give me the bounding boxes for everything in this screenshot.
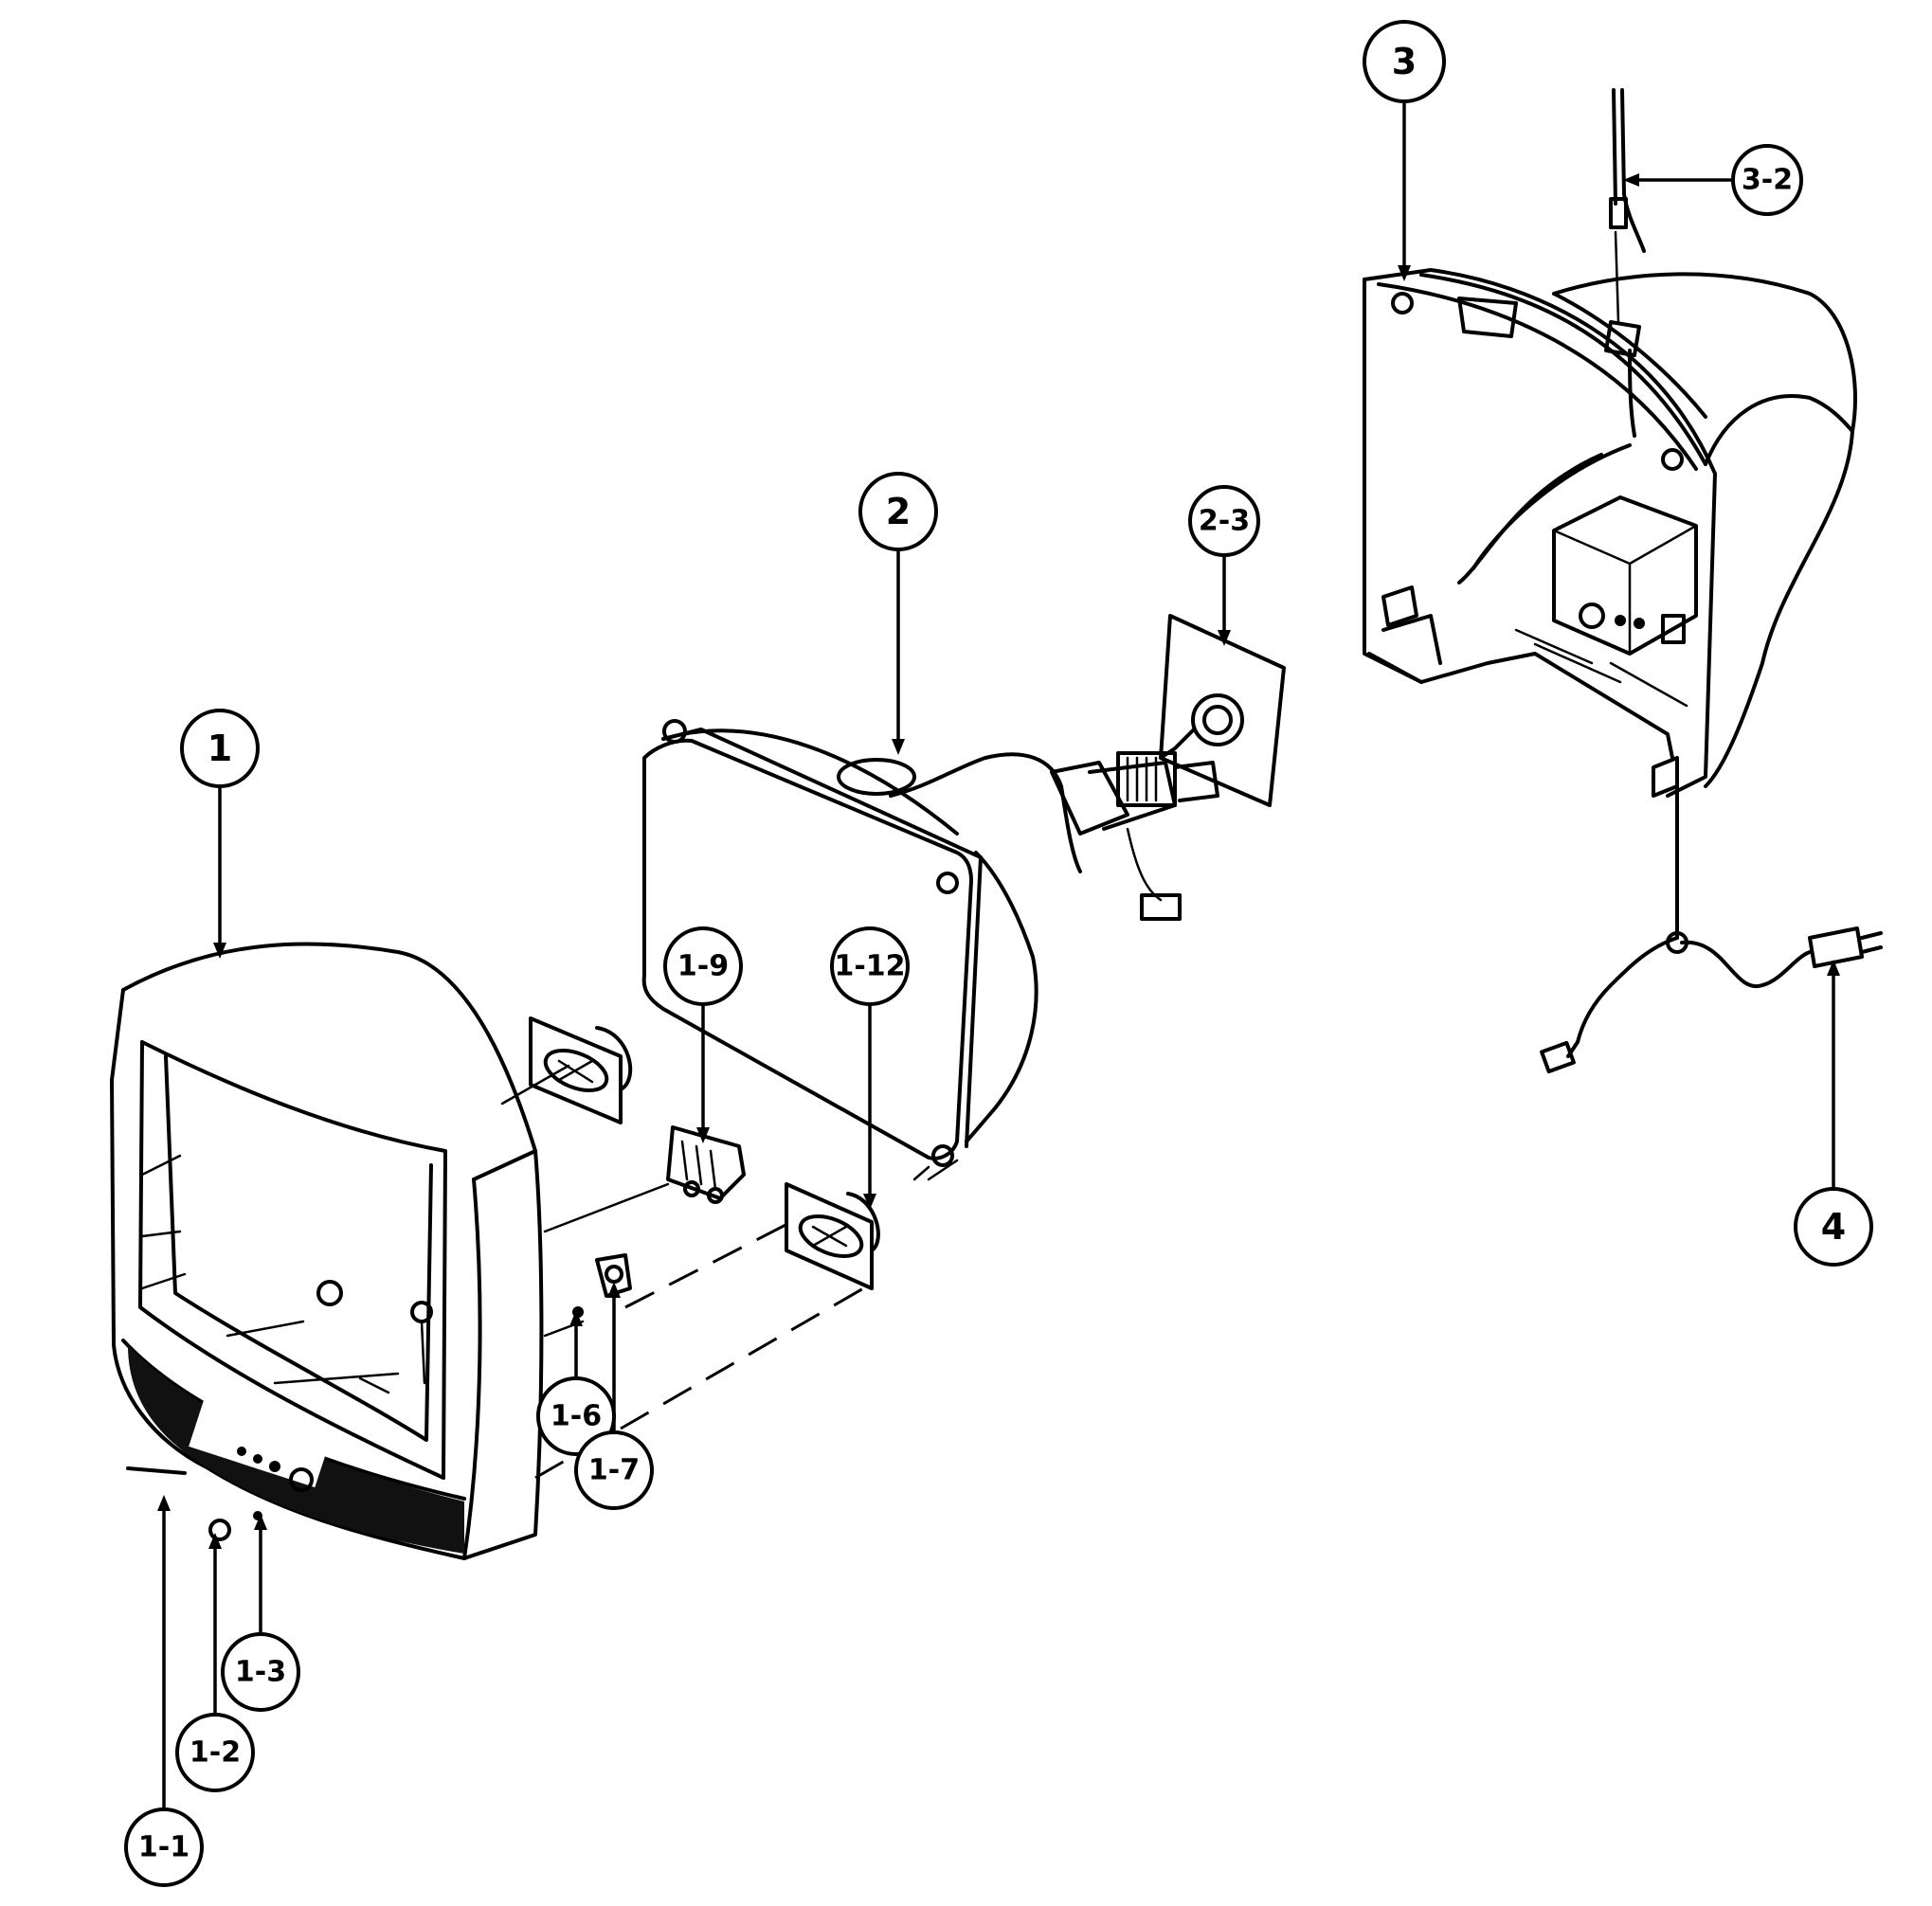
leader-lines	[157, 102, 1840, 1809]
callout-3-label: 3	[1392, 41, 1417, 82]
callout-1: 1	[180, 709, 260, 788]
callout-1-9: 1-9	[663, 926, 743, 1006]
clip	[572, 1253, 632, 1318]
speaker-right	[785, 1182, 880, 1290]
speaker-left	[529, 1016, 633, 1124]
front-cabinet	[110, 942, 544, 1560]
callout-2-3: 2-3	[1188, 485, 1260, 557]
callout-1-7: 1-7	[574, 1430, 654, 1510]
callout-1-3: 1-3	[221, 1632, 300, 1712]
callout-1-2-label: 1-2	[190, 1736, 241, 1770]
callout-1-2: 1-2	[175, 1713, 255, 1792]
callout-1-9-label: 1-9	[677, 950, 729, 983]
callout-1-3-label: 1-3	[235, 1656, 286, 1689]
bracket	[666, 1125, 746, 1204]
picture-tube	[641, 719, 1219, 1181]
callout-2: 2	[858, 472, 938, 551]
callout-2-label: 2	[886, 491, 911, 532]
callout-1-label: 1	[208, 728, 232, 769]
neck-board	[1159, 614, 1286, 807]
callout-1-12-label: 1-12	[834, 950, 905, 983]
callout-1-1-label: 1-1	[138, 1831, 190, 1864]
callout-4: 4	[1794, 1187, 1873, 1267]
callout-1-12: 1-12	[830, 926, 910, 1006]
callout-3-2: 3-2	[1731, 144, 1803, 216]
callout-3: 3	[1363, 20, 1446, 103]
callout-1-6: 1-6	[536, 1376, 616, 1456]
callout-1-6-label: 1-6	[551, 1400, 602, 1433]
callout-1-7-label: 1-7	[588, 1454, 640, 1487]
callout-2-3-label: 2-3	[1199, 505, 1250, 538]
callout-3-2-label: 3-2	[1742, 164, 1793, 197]
antenna-lead	[1609, 88, 1646, 324]
power-cord	[1540, 784, 1883, 1074]
callout-1-1: 1-1	[124, 1807, 204, 1887]
rear-cabinet	[1363, 268, 1857, 798]
callout-4-label: 4	[1821, 1206, 1846, 1248]
